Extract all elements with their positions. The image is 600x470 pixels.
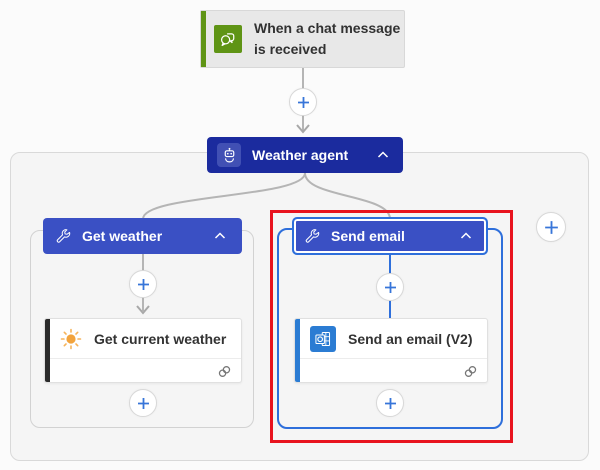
wrench-icon xyxy=(304,228,320,244)
add-branch-button[interactable] xyxy=(536,212,566,242)
plus-icon xyxy=(297,96,309,108)
insert-action-button[interactable] xyxy=(129,389,157,417)
link-icon[interactable] xyxy=(463,364,478,379)
trigger-card[interactable]: When a chat message is received xyxy=(200,10,405,68)
chevron-up-icon xyxy=(460,232,472,239)
wrench-icon xyxy=(55,228,71,244)
trigger-label: When a chat message is received xyxy=(254,20,401,57)
plus-icon xyxy=(384,281,396,293)
action-accent-stripe xyxy=(45,319,50,382)
chat-bubbles-icon xyxy=(214,25,242,53)
send-an-email-card[interactable]: Send an email (V2) xyxy=(294,318,488,383)
insert-action-button[interactable] xyxy=(376,389,404,417)
insert-action-button[interactable] xyxy=(376,273,404,301)
get-current-weather-card[interactable]: Get current weather xyxy=(44,318,242,383)
send-email-header[interactable]: Send email xyxy=(292,217,488,255)
bot-icon xyxy=(217,143,241,167)
plus-icon xyxy=(137,397,149,409)
trigger-accent-stripe xyxy=(201,11,206,67)
insert-step-button[interactable] xyxy=(289,88,317,116)
action-title: Send an email (V2) xyxy=(348,330,473,347)
arrow-down-icon xyxy=(296,124,310,134)
branch-label: Get weather xyxy=(82,228,163,244)
action-title: Get current weather xyxy=(94,330,227,347)
plus-icon xyxy=(544,220,558,234)
chevron-up-icon xyxy=(377,151,389,158)
get-weather-header[interactable]: Get weather xyxy=(43,218,242,254)
collapse-branch-button[interactable] xyxy=(456,228,476,244)
plus-icon xyxy=(384,397,396,409)
plus-icon xyxy=(137,278,149,290)
collapse-agent-button[interactable] xyxy=(373,147,393,163)
collapse-branch-button[interactable] xyxy=(210,228,230,244)
weather-agent-header[interactable]: Weather agent xyxy=(207,137,403,173)
insert-action-button[interactable] xyxy=(129,270,157,298)
action-accent-stripe xyxy=(295,319,300,382)
chevron-up-icon xyxy=(214,232,226,239)
outlook-icon xyxy=(310,325,336,352)
agent-label: Weather agent xyxy=(252,147,349,163)
link-icon[interactable] xyxy=(217,364,232,379)
branch-label: Send email xyxy=(331,228,405,244)
sun-icon xyxy=(60,328,82,350)
